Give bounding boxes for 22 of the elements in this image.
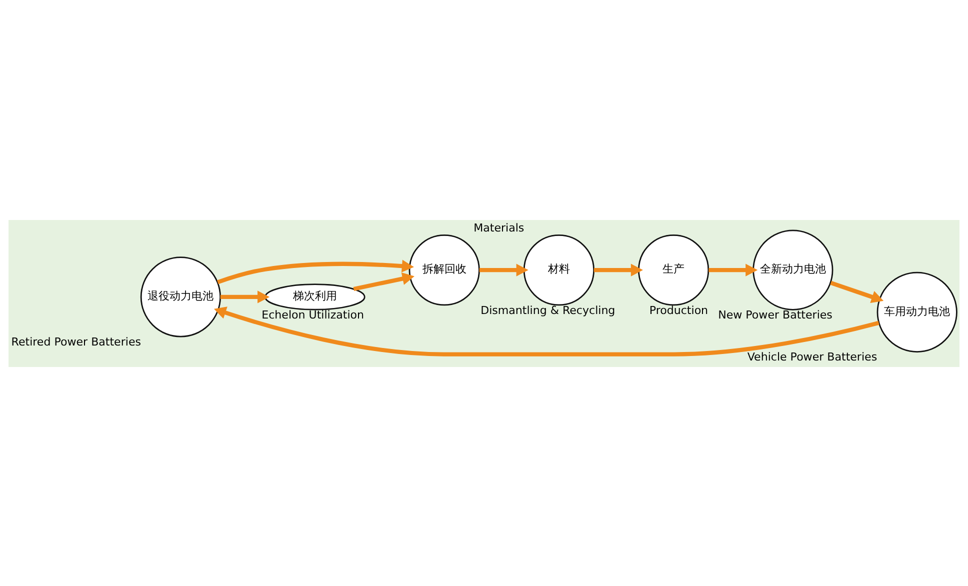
arrow	[214, 306, 880, 356]
node-circle: 材料	[523, 234, 594, 306]
node-label: Echelon Utilization	[262, 308, 364, 322]
arrow	[479, 263, 528, 276]
node-circle: 生产	[638, 234, 710, 306]
node-label: Retired Power Batteries	[11, 334, 141, 348]
node-circle: 退役动力电池	[140, 256, 221, 337]
arrow	[830, 280, 884, 302]
arrow	[353, 272, 414, 290]
arrow	[708, 263, 758, 276]
arrow	[594, 263, 643, 276]
node-label: Production	[649, 303, 708, 316]
node-label: Vehicle Power Batteries	[747, 350, 878, 364]
node-ellipse: 梯次利用	[264, 283, 366, 310]
node-label: New Power Batteries	[718, 308, 832, 322]
node-circle: 车用动力电池	[876, 271, 958, 352]
node-circle: 全新动力电池	[752, 229, 834, 310]
arrow	[220, 290, 270, 303]
node-label: Materials	[474, 221, 524, 234]
node-circle: 拆解回收	[408, 234, 480, 306]
arrow	[217, 259, 414, 284]
node-label: Dismantling & Recycling	[480, 303, 616, 316]
